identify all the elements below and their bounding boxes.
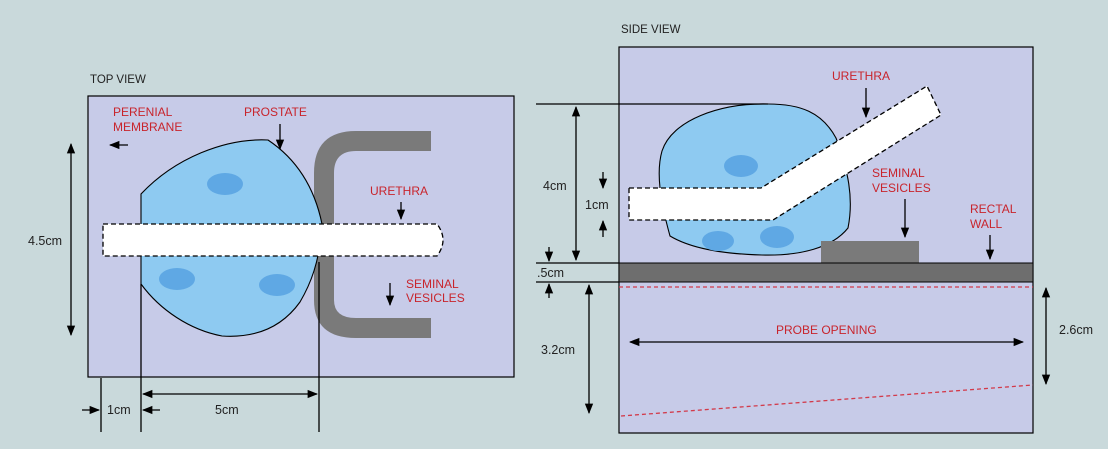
side-urethra-shape [628,85,942,221]
top-seminal-vesicles-shape [314,131,431,338]
side-seminal-label-line1: SEMINAL [872,166,925,180]
top-gap-dimension-label: 1cm [107,403,131,417]
urethra-offset-dimension-label: 1cm [585,198,609,212]
top-urethra-shape [102,223,444,257]
side-seminal-label-line2: VESICLES [872,181,931,195]
top-prostate-label: PROSTATE [244,105,307,119]
wall-thickness-dimension-label: .5cm [537,266,564,280]
top-nodule-3 [259,274,295,296]
prostate-height-dimension-label: 4cm [543,179,567,193]
probe-opening-label: PROBE OPENING [776,323,877,337]
top-nodule-2 [159,268,195,290]
perineal-membrane-label-line1: PERENIAL [113,105,173,119]
side-nodule-1 [724,155,758,177]
top-view: TOP VIEW PERENIAL MEMBRANE PROSTATE URET… [28,74,515,432]
rectal-wall-shape [618,262,1034,283]
side-view-title: SIDE VIEW [621,24,681,36]
side-nodule-2 [702,231,734,251]
top-height-dimension-label: 4.5cm [28,234,62,248]
side-view: SIDE VIEW URETHRA SEMINAL VESICLES RECTA… [536,24,1093,434]
top-nodule-1 [207,173,243,195]
top-view-title: TOP VIEW [90,74,146,86]
probe-bottom-dashed-line [620,384,1034,417]
top-width-dimension-label: 5cm [215,403,239,417]
top-seminal-label-line1: SEMINAL [406,277,459,291]
side-nodule-3 [760,226,794,248]
probe-depth-dimension-label: 3.2cm [541,343,575,357]
side-seminal-vesicles-shape [821,241,919,263]
top-seminal-label-line2: VESICLES [406,291,465,305]
rectal-wall-label-line2: WALL [970,217,1003,231]
opening-height-dimension-label: 2.6cm [1059,323,1093,337]
perineal-membrane-label-line2: MEMBRANE [113,120,182,134]
side-urethra-label: URETHRA [832,69,890,83]
rectal-wall-label-line1: RECTAL [970,202,1017,216]
top-urethra-label: URETHRA [370,184,428,198]
